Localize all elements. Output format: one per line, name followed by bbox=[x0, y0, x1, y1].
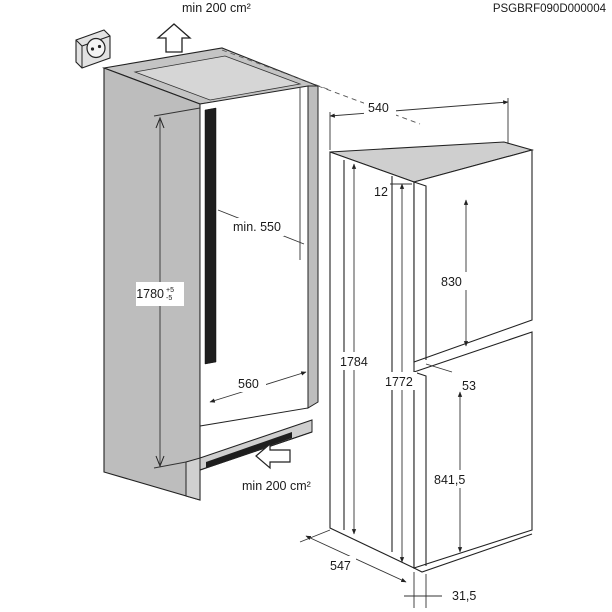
airflow-up-arrow-icon bbox=[156, 23, 192, 53]
appliance-width-label-bg bbox=[364, 100, 396, 116]
appliance-depth-label-bg bbox=[326, 556, 356, 574]
door-thickness-label: 31,5 bbox=[452, 589, 476, 603]
top-gap-label: 12 bbox=[374, 185, 388, 199]
total-height-label-bg bbox=[338, 352, 372, 370]
niche-depth-label: min. 550 bbox=[233, 220, 281, 234]
appliance-depth-ext-left bbox=[299, 529, 331, 543]
upper-door-label-bg bbox=[438, 272, 470, 290]
niche-height-ext-bottom bbox=[153, 461, 187, 469]
fridge-appliance bbox=[329, 141, 535, 573]
niche-height-label-bg bbox=[136, 282, 184, 306]
niche-width-label-bg bbox=[234, 376, 266, 392]
diagram-code: PSGBRF090D000004 bbox=[493, 3, 607, 15]
niche-width-label: 560 bbox=[238, 377, 259, 391]
appliance-depth-label: 547 bbox=[330, 559, 351, 573]
appliance-width-line bbox=[329, 100, 509, 118]
niche-height-tol-top: +5 bbox=[166, 287, 174, 294]
door-gap-line bbox=[425, 363, 453, 373]
door-gap-label: 53 bbox=[462, 379, 476, 393]
upper-door-label: 830 bbox=[441, 275, 462, 289]
width-guide-1 bbox=[221, 49, 331, 91]
total-height-label: 1784 bbox=[340, 355, 368, 369]
door-height-label: 1772 bbox=[385, 375, 413, 389]
lower-door-label-bg bbox=[432, 470, 472, 488]
door-height-label-bg bbox=[383, 372, 417, 390]
vent-top-label: min 200 cm² bbox=[182, 1, 251, 15]
niche-height-ext-top bbox=[153, 107, 201, 117]
airflow-bottom-arrow-icon bbox=[255, 442, 291, 470]
vent-bottom-label: min 200 cm² bbox=[242, 479, 311, 493]
furniture-niche bbox=[101, 47, 321, 501]
niche-height-tol-bottom: -5 bbox=[166, 295, 172, 302]
niche-height-label: 1780 bbox=[136, 287, 164, 301]
appliance-width-label: 540 bbox=[368, 101, 389, 115]
lower-door-label: 841,5 bbox=[434, 473, 465, 487]
niche-depth-label-bg bbox=[230, 218, 284, 236]
power-socket-icon bbox=[75, 29, 111, 69]
